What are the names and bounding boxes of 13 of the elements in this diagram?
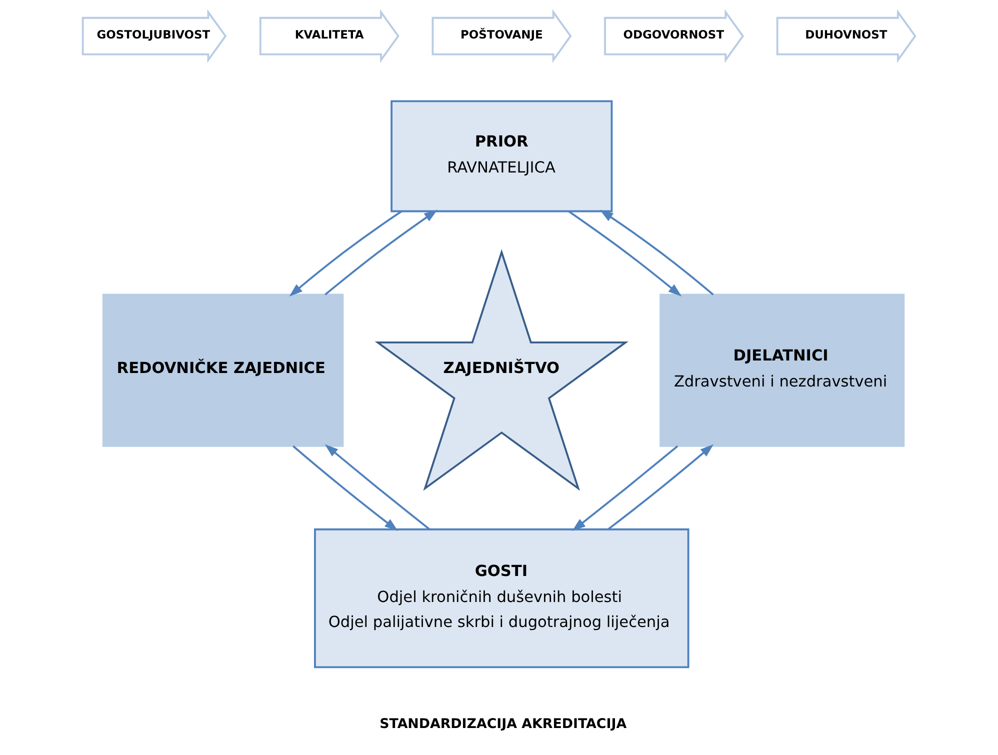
arrow (600, 210, 714, 296)
arrow (608, 444, 714, 530)
arrow (324, 444, 430, 530)
arrow (289, 210, 402, 296)
node-box: DJELATNICI Zdravstveni i nezdravstveni (660, 294, 905, 447)
node-label: STANDARDIZACIJA AKREDITACIJA (380, 717, 627, 732)
arrow (324, 210, 438, 296)
node-box: GOSTI Odjel kroničnih duševnih bolesti Odjel palijativne skrbi i dugotrajnog liječenja (314, 528, 690, 668)
arrow (568, 210, 682, 296)
arrow (292, 445, 398, 531)
node-box: PRIOR RAVNATELJICA (390, 100, 613, 212)
node-box: REDOVNIČKE ZAJEDNICE (102, 294, 344, 447)
arrow (572, 445, 678, 532)
